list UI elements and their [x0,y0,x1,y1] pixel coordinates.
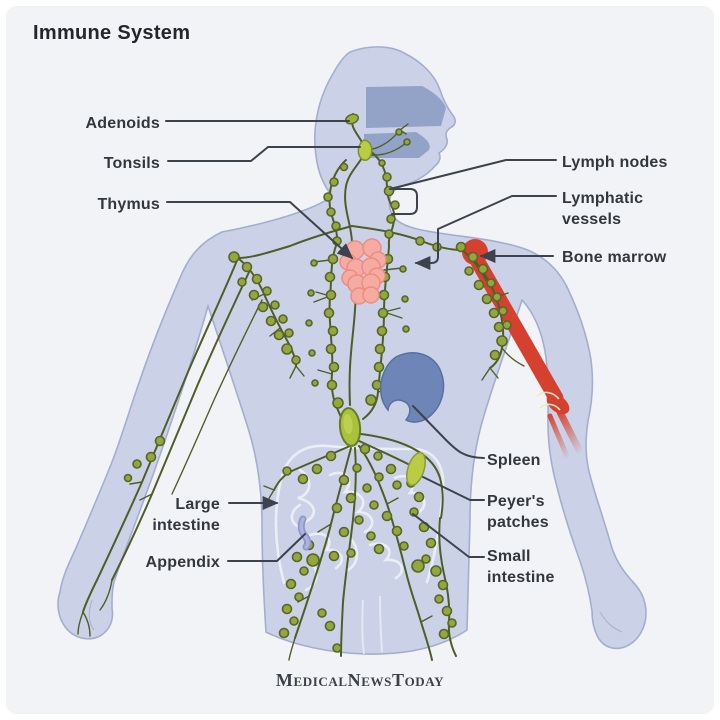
lymph-nodes-callout-line [389,159,557,215]
lymph-nodes-group [123,128,512,653]
tonsils-callout-line [167,146,361,162]
label-large-intestine: Large intestine [152,496,220,534]
small-intestine-callout-line [412,513,485,558]
appendix-shape [297,515,312,551]
appendix-callout-line [227,533,306,562]
label-thymus: Thymus [97,196,160,213]
spleen-callout-line [412,405,485,459]
thymus-callout-line [166,201,354,260]
thymus-shape [339,238,387,305]
label-appendix: Appendix [145,554,220,571]
peyers-patches-shape [406,451,426,487]
oral-cavity-shape [364,132,430,158]
label-spleen: Spleen [487,452,541,469]
lymphatic-vessels-callout-line [414,195,557,270]
label-tonsils: Tonsils [103,155,160,172]
medical-news-today-logo: MedicalNewsToday [275,670,445,690]
label-adenoids: Adenoids [85,115,160,132]
page-title: Immune System [33,22,191,44]
label-lymphatic-vessels: Lymphatic vessels [562,190,644,228]
tonsils-shape [357,139,373,161]
label-small-intestine: Small intestine [487,548,555,586]
callout-lines [165,120,557,562]
label-peyers-patches: Peyer's patches [487,493,549,531]
nasal-cavity-shape [366,86,446,128]
label-lymph-nodes: Lymph nodes [562,154,668,171]
peyers-patches-callout-line [422,476,485,501]
label-bone-marrow: Bone marrow [562,249,667,266]
spleen-shape [379,352,445,423]
cisterna-chyli-shape [338,407,362,447]
